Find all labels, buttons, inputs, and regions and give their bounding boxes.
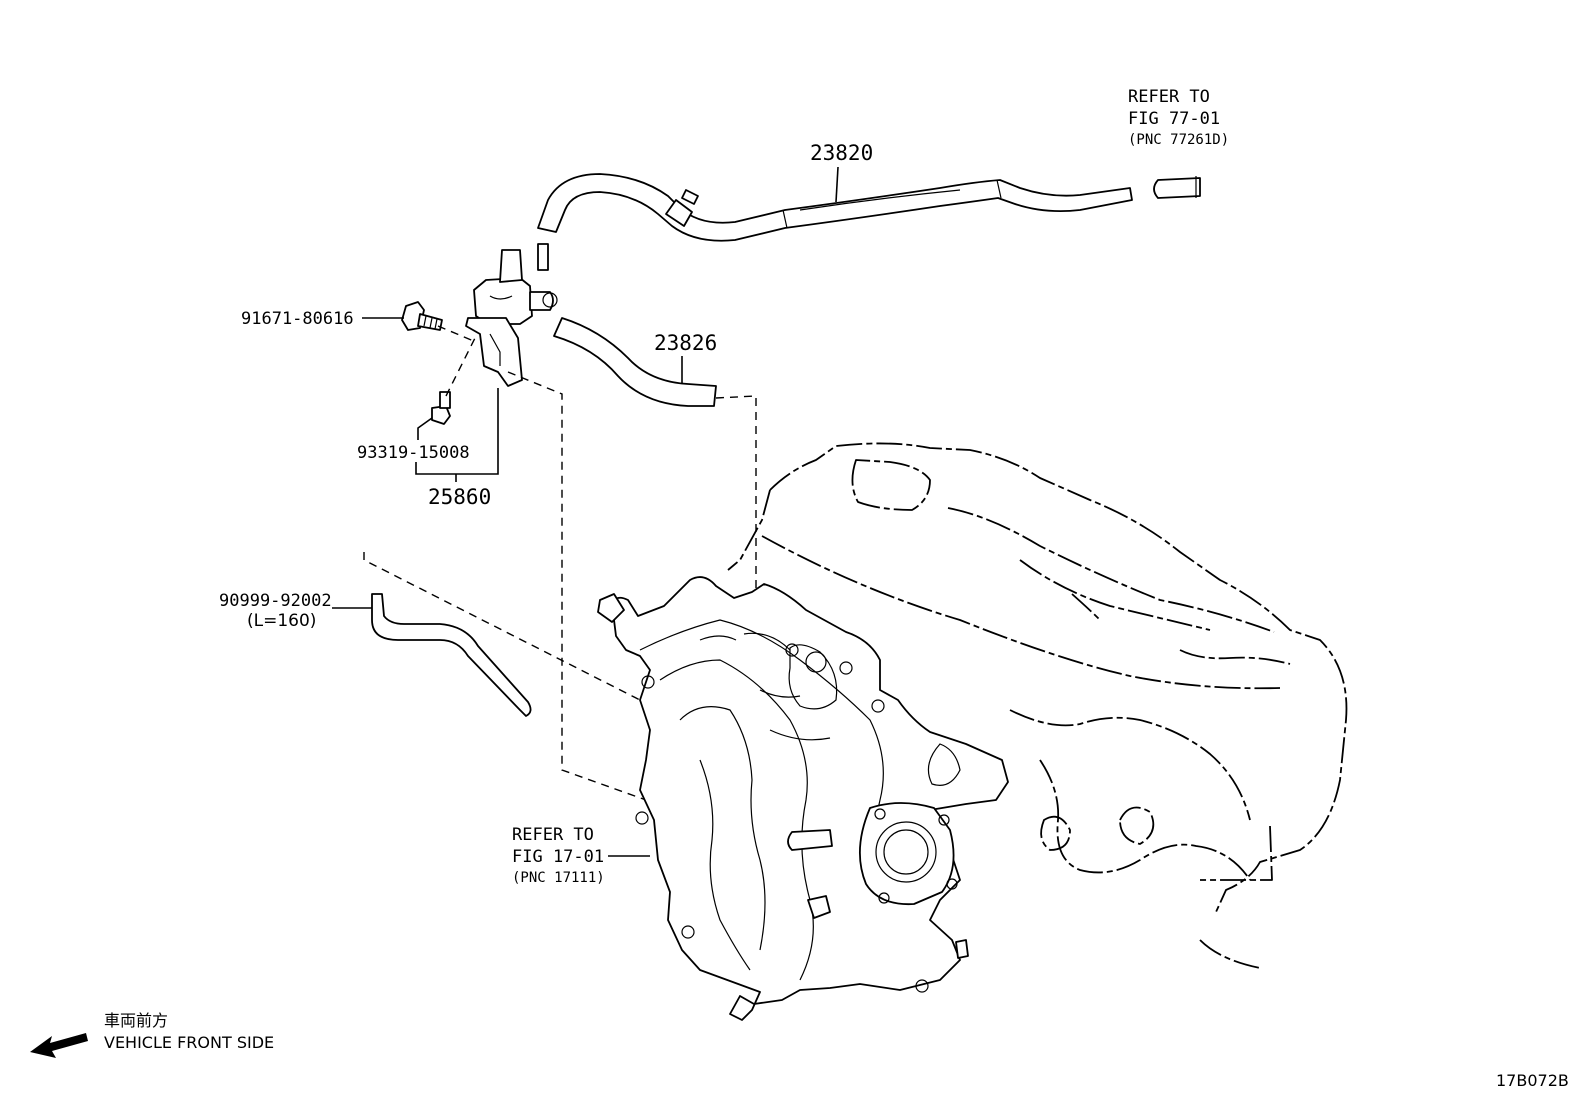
reference-fig17-line3: (PNC 17111) (512, 870, 605, 886)
figure-code: 17B072B (1496, 1071, 1569, 1090)
hose-23820 (537, 173, 1201, 242)
label-90999-92002-length: (L=160) (247, 611, 316, 631)
label-25860: 25860 (428, 485, 491, 509)
hose-90999-92002 (371, 593, 532, 717)
intake-manifold (597, 576, 1009, 1021)
dashed-guide-vsv (507, 371, 647, 801)
reference-fig17: REFER TO FIG 17-01 (PNC 17111) (512, 825, 650, 886)
dashed-guide-23826 (715, 395, 795, 841)
reference-fig77-line3: (PNC 77261D) (1128, 132, 1229, 148)
direction-label-en: VEHICLE FRONT SIDE (104, 1033, 274, 1052)
label-23826: 23826 (654, 331, 717, 355)
reference-fig77: REFER TO FIG 77-01 (PNC 77261D) (1128, 87, 1229, 148)
leader-25860 (415, 388, 499, 475)
reference-fig17-line1: REFER TO (512, 825, 594, 845)
reference-fig77-line2: FIG 77-01 (1128, 109, 1220, 129)
dashed-guide-bolt (437, 325, 477, 343)
direction-label-jp: 車両前方 (104, 1011, 168, 1030)
reference-fig77-line1: REFER TO (1128, 87, 1210, 107)
vsv-valve (465, 243, 558, 387)
dashed-guide-stud (445, 335, 477, 397)
bolt-91671-80616 (401, 301, 443, 331)
dashed-guide-small-hose (363, 552, 641, 701)
label-90999-92002: 90999-92002 (219, 591, 332, 611)
leader-93319-15008 (417, 417, 433, 440)
leader-23820 (835, 166, 839, 203)
stud-bolt-93319-15008 (431, 391, 451, 425)
arrow-left-down-icon (30, 1033, 88, 1058)
label-23820: 23820 (810, 141, 873, 165)
engine-block (727, 442, 1348, 969)
hose-23826 (553, 317, 717, 407)
label-91671-80616: 91671-80616 (241, 309, 354, 329)
reference-fig17-line2: FIG 17-01 (512, 847, 604, 867)
label-93319-15008: 93319-15008 (357, 443, 470, 463)
